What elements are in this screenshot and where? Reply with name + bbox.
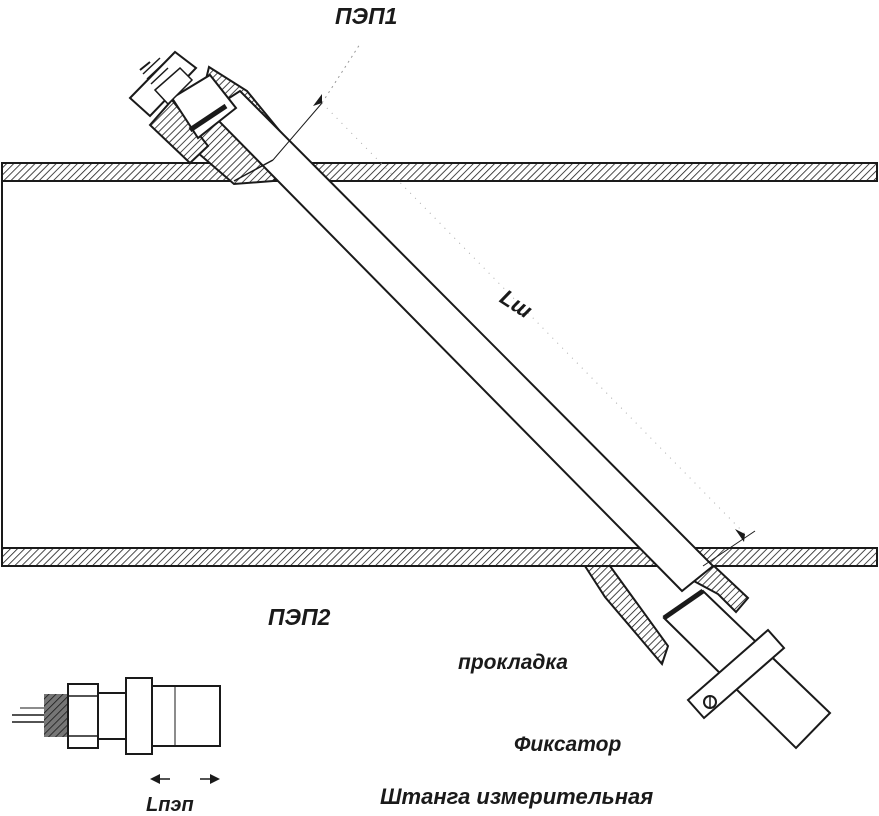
upper-gasket-line [188, 103, 228, 133]
pipe-wall-bottom [1, 547, 878, 567]
measuring-rod [207, 89, 715, 593]
label-measuring-rod: Штанга измерительная [380, 784, 654, 809]
dimension-lsh [272, 43, 756, 567]
arrow-head-top [313, 94, 322, 106]
dimension-lpep [150, 774, 220, 784]
fixer-clamp [686, 628, 786, 720]
upper-transducer [128, 50, 238, 140]
label-pep1: ПЭП1 [335, 3, 398, 29]
label-fixer: Фиксатор [514, 733, 622, 756]
transducer-detail [12, 677, 221, 755]
label-gasket: прокладка [458, 651, 568, 674]
pipe-wall-top [1, 162, 878, 182]
gasket-line [662, 588, 705, 621]
pipe [1, 162, 878, 567]
label-lpep: Lпэп [146, 794, 194, 816]
label-pep2: ПЭП2 [268, 604, 331, 630]
arrow-head-bottom [735, 529, 745, 542]
